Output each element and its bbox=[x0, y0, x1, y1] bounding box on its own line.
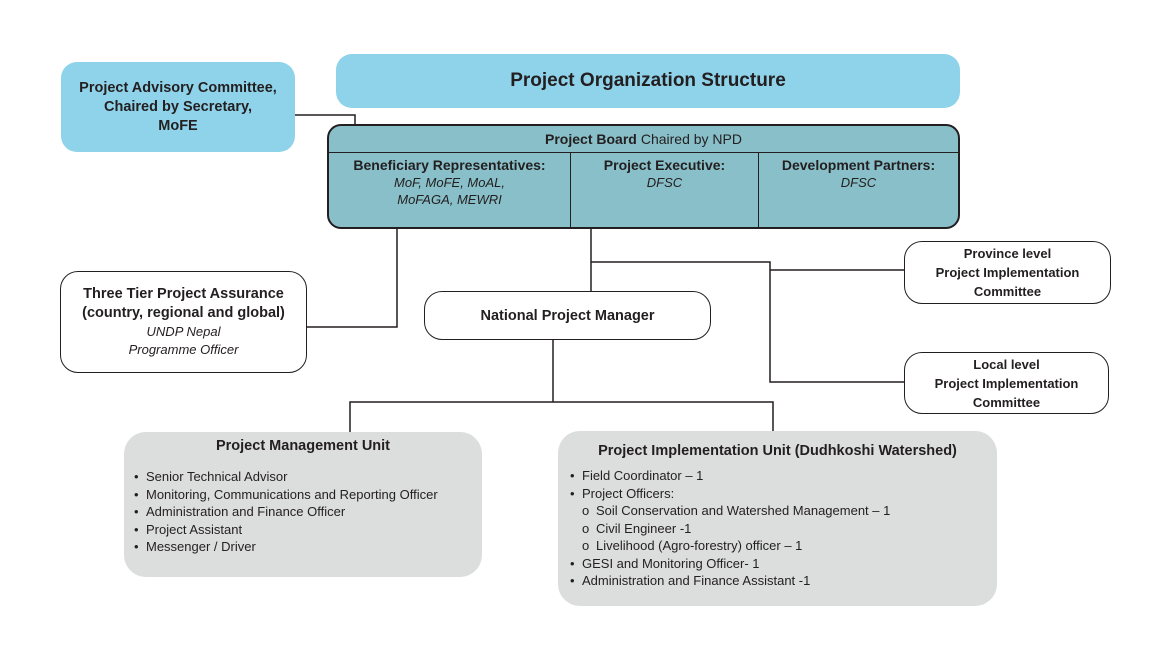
diagram-title: Project Organization Structure bbox=[510, 70, 786, 91]
pmu-title: Project Management Unit bbox=[215, 438, 391, 454]
province-committee-box: Province level Project Implementation Co… bbox=[904, 241, 1111, 304]
board-column-text: DFSC bbox=[646, 175, 683, 190]
local-line: Local level bbox=[973, 356, 1040, 372]
board-column-partners: Development Partners: DFSC bbox=[759, 153, 958, 227]
advisory-line: Project Advisory Committee, bbox=[79, 79, 277, 96]
assurance-line: Three Tier Project Assurance bbox=[83, 286, 284, 302]
national-project-manager-box: National Project Manager bbox=[424, 291, 711, 340]
board-column-beneficiary: Beneficiary Representatives: MoF, MoFE, … bbox=[329, 153, 571, 227]
units-branch-line bbox=[349, 401, 774, 432]
national-project-manager-label: National Project Manager bbox=[480, 307, 655, 324]
advisory-committee-box: Project Advisory Committee, Chaired by S… bbox=[61, 62, 295, 152]
project-assurance-box: Three Tier Project Assurance (country, r… bbox=[60, 271, 307, 373]
pmu-list: •Senior Technical Advisor •Monitoring, C… bbox=[134, 468, 438, 556]
province-line: Committee bbox=[973, 284, 1042, 299]
local-committee-box: Local level Project Implementation Commi… bbox=[904, 352, 1109, 414]
diagram-title-box: Project Organization Structure bbox=[336, 54, 960, 108]
project-board-box: Project Board Chaired by NPD Beneficiary… bbox=[327, 124, 960, 229]
project-board-chair: Chaired by NPD bbox=[640, 131, 742, 147]
board-column-heading: Project Executive: bbox=[603, 157, 726, 173]
piu-list: •Field Coordinator – 1 •Project Officers… bbox=[570, 467, 890, 590]
board-column-text: DFSC bbox=[840, 175, 877, 190]
assurance-line: (country, regional and global) bbox=[82, 305, 285, 321]
project-implementation-unit-box: Project Implementation Unit (Dudhkoshi W… bbox=[558, 431, 997, 606]
local-line: Project Implementation bbox=[934, 375, 1079, 391]
list-item: •Project Assistant bbox=[134, 521, 243, 537]
advisory-to-board-line bbox=[295, 114, 356, 124]
list-item: •Senior Technical Advisor bbox=[134, 469, 288, 484]
list-item: •Messenger / Driver bbox=[134, 539, 256, 554]
assurance-line: Programme Officer bbox=[128, 342, 239, 357]
local-line: Committee bbox=[972, 394, 1041, 410]
board-column-text: MoFAGA, MEWRI bbox=[397, 192, 502, 207]
province-line: Province level bbox=[963, 246, 1052, 261]
advisory-line: Chaired by Secretary, bbox=[103, 98, 253, 115]
piu-title: Project Implementation Unit (Dudhkoshi W… bbox=[598, 443, 957, 459]
board-to-committees-line bbox=[591, 261, 904, 383]
province-line: Project Implementation bbox=[935, 265, 1080, 280]
advisory-line: MoFE bbox=[158, 117, 198, 134]
list-item: •Administration and Finance Assistant -1 bbox=[570, 573, 811, 588]
list-item: •Monitoring, Communications and Reportin… bbox=[134, 486, 438, 502]
project-management-unit-box: Project Management Unit •Senior Technica… bbox=[124, 432, 482, 577]
list-item: •Administration and Finance Officer bbox=[134, 504, 346, 519]
list-item: •Field Coordinator – 1 bbox=[570, 468, 704, 483]
assurance-line: UNDP Nepal bbox=[146, 324, 221, 339]
project-board-title: Project Board bbox=[545, 131, 637, 147]
project-board-header: Project Board Chaired by NPD bbox=[329, 126, 958, 153]
list-item: •GESI and Monitoring Officer- 1 bbox=[570, 555, 760, 571]
list-item: •Project Officers: bbox=[570, 485, 675, 501]
board-to-assurance-line bbox=[307, 229, 398, 328]
board-column-heading: Beneficiary Representatives: bbox=[353, 157, 546, 173]
board-column-heading: Development Partners: bbox=[781, 157, 936, 173]
board-column-text: MoF, MoFE, MoAL, bbox=[393, 175, 505, 190]
board-column-executive: Project Executive: DFSC bbox=[571, 153, 759, 227]
